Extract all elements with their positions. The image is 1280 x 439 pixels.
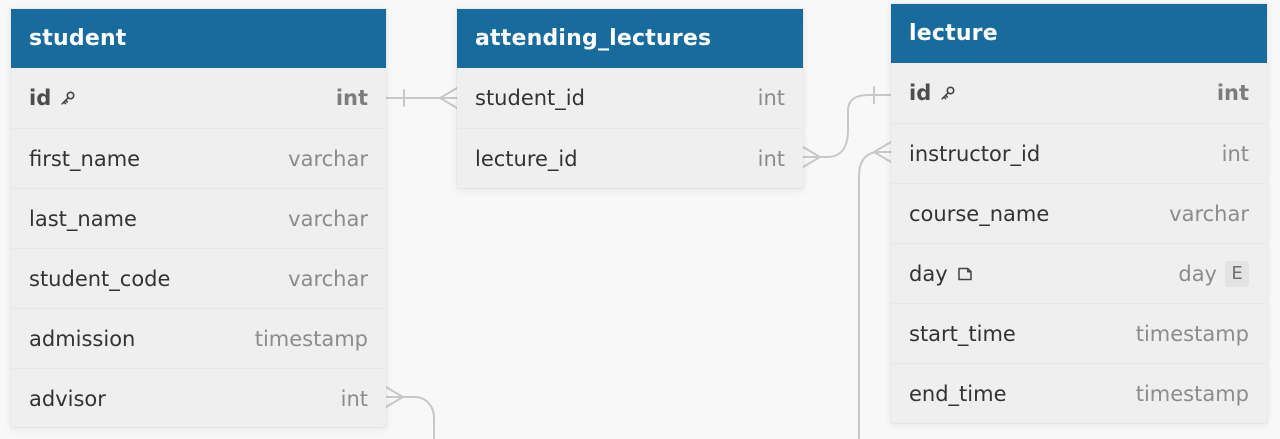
field-row[interactable]: end_time timestamp [891,363,1267,423]
field-left: student_code [29,267,170,291]
field-type: varchar [288,266,368,291]
field-row[interactable]: instructor_id int [891,123,1267,183]
field-name: admission [29,326,136,351]
field-type: day [1178,261,1217,286]
field-left: course_name [909,202,1049,226]
field-type: int [1221,141,1249,166]
field-row[interactable]: student_id int [457,68,803,128]
attending-lectures-table[interactable]: attending_lectures student_id int lectur… [457,9,803,188]
table-body: student_id int lecture_id int [457,68,803,188]
table-title: lecture [909,20,998,46]
student-table[interactable]: student id int first_name [11,9,386,427]
field-name: instructor_id [909,141,1041,166]
field-left: day [909,262,974,286]
field-row[interactable]: course_name varchar [891,183,1267,243]
table-header: student [11,9,386,68]
field-name: advisor [29,386,106,411]
field-type: varchar [288,206,368,231]
field-type: int [757,86,785,110]
table-header: lecture [891,4,1267,63]
field-type: int [340,386,368,411]
attending-to-lecture-connector [802,94,892,158]
field-row[interactable]: admission timestamp [11,308,386,368]
field-type: int [757,146,785,171]
field-row[interactable]: id int [11,68,386,128]
field-left: admission [29,327,135,351]
field-left: id [29,86,77,110]
note-icon [956,265,974,283]
field-name: last_name [29,206,137,231]
field-type: int [335,86,368,110]
field-left: student_id [475,86,585,110]
advisor-many-marker [385,386,404,408]
field-type: timestamp [1135,321,1249,346]
field-left: id [909,81,957,105]
enum-badge: E [1225,260,1249,287]
field-type: varchar [1169,201,1249,226]
field-left: start_time [909,322,1016,346]
field-row[interactable]: id int [891,63,1267,123]
field-row[interactable]: last_name varchar [11,188,386,248]
lecture-table[interactable]: lecture id int instructor_id [891,4,1267,423]
table-title: attending_lectures [475,25,712,51]
field-row[interactable]: advisor int [11,368,386,428]
field-left: instructor_id [909,142,1040,166]
table-body: id int instructor_id int [891,63,1267,423]
field-row[interactable]: day day E [891,243,1267,303]
key-icon [939,84,957,102]
field-left: advisor [29,387,106,411]
field-name: start_time [909,321,1016,346]
field-type: int [1216,81,1249,105]
field-row[interactable]: student_code varchar [11,248,386,308]
field-left: last_name [29,207,137,231]
field-row[interactable]: first_name varchar [11,128,386,188]
field-name: first_name [29,146,141,171]
field-left: lecture_id [475,147,578,171]
field-name: id [909,81,932,105]
field-type: varchar [288,146,368,171]
field-name: student_code [29,266,171,291]
instructor-connector [858,151,892,439]
field-name: id [29,86,52,110]
field-type: timestamp [1135,381,1249,406]
field-name: end_time [909,381,1007,406]
table-header: attending_lectures [457,9,803,68]
field-name: student_id [475,86,585,110]
attending-to-lecture-many-marker [802,146,821,168]
student-to-attending-many-marker [439,87,458,109]
table-title: student [29,25,127,51]
instructor-many-marker [873,141,892,163]
field-left: end_time [909,382,1007,406]
field-name: day [909,261,948,286]
advisor-connector [385,396,435,439]
field-name: course_name [909,201,1050,226]
key-icon [59,89,77,107]
field-left: first_name [29,147,140,171]
table-body: id int first_name varchar [11,68,386,428]
field-type: timestamp [254,326,368,351]
field-name: lecture_id [475,146,578,171]
field-row[interactable]: start_time timestamp [891,303,1267,363]
type-wrap: day E [1178,260,1249,287]
field-row[interactable]: lecture_id int [457,128,803,188]
